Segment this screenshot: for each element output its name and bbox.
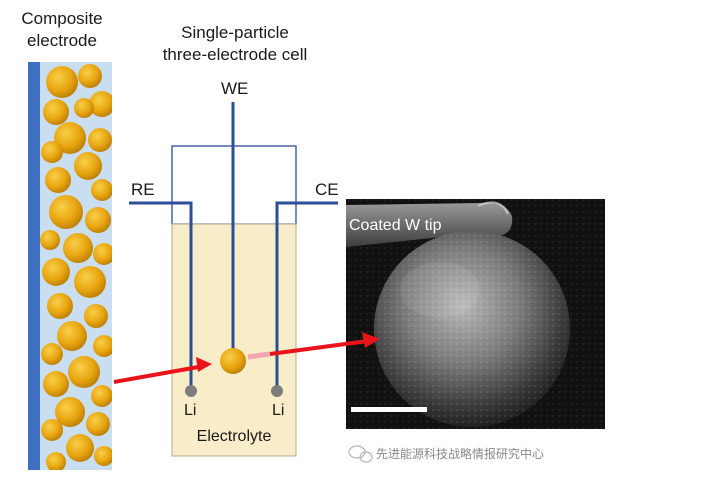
sem-image (346, 199, 605, 429)
composite-title-line1: Composite (21, 9, 103, 28)
re-label: RE (131, 180, 155, 199)
li-electrode-left (185, 385, 197, 397)
cell-title: Single-particle three-electrode cell (140, 22, 330, 66)
wechat-icon (348, 445, 373, 463)
watermark: 先进能源科技战略情报研究中心 (376, 447, 545, 461)
li-label-left: Li (184, 402, 197, 419)
re-wire (129, 201, 193, 386)
current-collector (28, 62, 40, 470)
composite-title-line2: electrode (27, 31, 97, 50)
scale-bar (351, 407, 427, 412)
sem-tip-label: Coated W tip (349, 217, 442, 234)
electrolyte-label: Electrolyte (196, 428, 272, 445)
li-label-right: Li (272, 402, 285, 419)
ce-label: CE (315, 180, 339, 199)
coated-w-tip (346, 202, 513, 247)
active-particles (40, 64, 112, 470)
red-arrow (113, 332, 380, 384)
ce-wire (275, 201, 338, 386)
we-label: WE (221, 79, 249, 98)
cell-title-line2: three-electrode cell (162, 45, 308, 64)
cell-title-line1: Single-particle (181, 23, 289, 42)
single-particle (220, 348, 246, 374)
composite-electrode-title: Composite electrode (6, 8, 118, 52)
li-electrode-right (271, 385, 283, 397)
